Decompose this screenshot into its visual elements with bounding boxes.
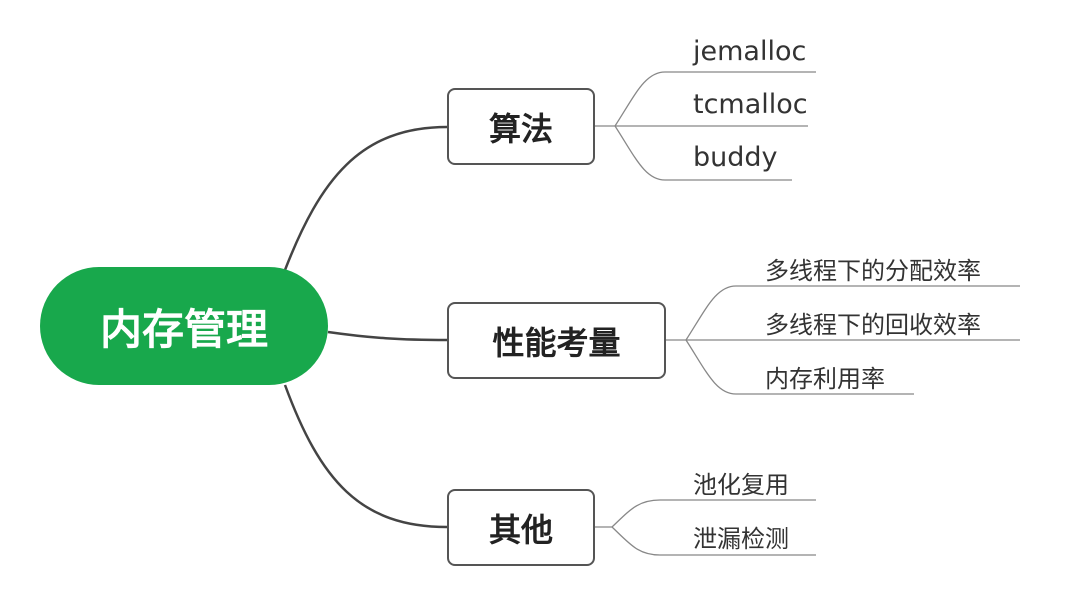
branch-label: 性能考量 (492, 323, 621, 362)
leaf-line-jemalloc (614, 71, 816, 127)
leaf-node[interactable]: jemalloc (693, 36, 807, 67)
branch-node-performance[interactable]: 性能考量 (447, 302, 666, 379)
leaf-node[interactable]: 多线程下的回收效率 (765, 311, 981, 339)
connector-root-algo (283, 125, 448, 271)
leaf-node[interactable]: 泄漏检测 (693, 525, 789, 553)
connector-root-perf (327, 330, 448, 342)
branch-node-algorithm[interactable]: 算法 (447, 88, 595, 165)
leaf-line-leak (611, 526, 816, 556)
leaf-node[interactable]: 池化复用 (693, 471, 789, 499)
branch-label: 算法 (488, 109, 553, 148)
leaf-line-util (685, 339, 914, 395)
root-label: 内存管理 (99, 304, 268, 354)
branch-node-other[interactable]: 其他 (447, 489, 595, 566)
leaf-line-buddy (614, 125, 792, 181)
root-node[interactable]: 内存管理 (40, 267, 328, 385)
connector-root-other (283, 384, 448, 529)
leaf-node[interactable]: 多线程下的分配效率 (765, 257, 981, 285)
branch-label: 其他 (488, 510, 553, 549)
leaf-node[interactable]: tcmalloc (693, 89, 808, 120)
leaf-line-alloc (685, 285, 1020, 341)
leaf-line-pool (611, 499, 816, 528)
leaf-node[interactable]: 内存利用率 (765, 365, 885, 393)
leaf-node[interactable]: buddy (693, 142, 778, 173)
